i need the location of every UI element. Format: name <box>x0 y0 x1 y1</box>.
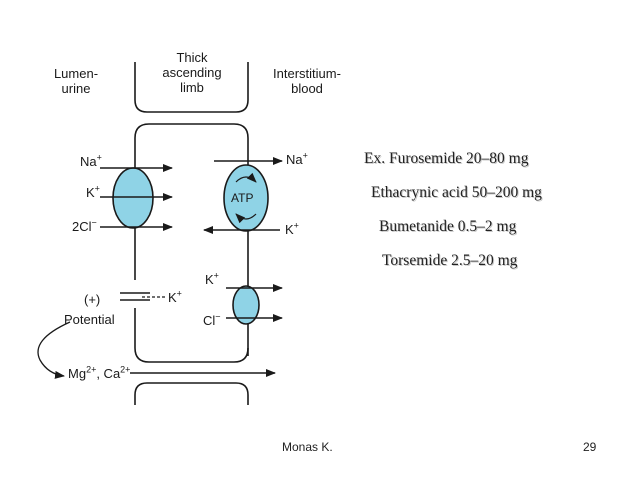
header-interstitium-line-2: blood <box>291 81 323 96</box>
label-k-channel: K+ <box>168 288 182 305</box>
label-k-cotransport: K+ <box>205 270 219 287</box>
nkcc2-transporter <box>112 167 154 229</box>
label-cl-lumen: 2Cl− <box>72 217 97 234</box>
header-interstitium: Interstitium- blood <box>262 66 352 96</box>
atp-cycle-arrow-bottom <box>235 213 257 224</box>
cell-membrane-left <box>134 123 249 356</box>
header-limb-line-3: limb <box>180 80 204 95</box>
header-lumen: Lumen- urine <box>40 66 112 96</box>
header-limb-line-2: ascending <box>162 65 222 80</box>
drug-ethacrynic-acid: Ethacrynic acid 50–200 mg <box>371 184 542 201</box>
footer-author: Monas K. <box>282 440 333 454</box>
label-potential: Potential <box>64 312 115 327</box>
cell-bottom-wall <box>134 382 249 405</box>
label-atp: ATP <box>231 191 254 205</box>
na-k-atpase <box>223 164 269 232</box>
footer-page-number: 29 <box>583 440 597 454</box>
label-cl-cotransport: Cl− <box>203 311 221 328</box>
label-plus: (+) <box>84 292 101 307</box>
header-limb: Thick ascending limb <box>150 50 234 95</box>
cell-membrane-left-lower <box>134 308 249 363</box>
potential-curve-arrow <box>37 321 71 379</box>
header-lumen-line-1: Lumen- <box>53 66 99 81</box>
label-na-blood: Na+ <box>286 150 308 167</box>
atp-cycle-arrow-top <box>235 172 257 183</box>
header-interstitium-line-1: Interstitium- <box>273 66 341 81</box>
drug-furosemide: Ex. Furosemide 20–80 mg <box>364 150 529 167</box>
label-k-blood: K+ <box>285 220 299 237</box>
label-na-lumen: Na+ <box>80 152 102 169</box>
label-mg-ca: Mg2+, Ca2+ <box>68 364 131 381</box>
header-lumen-line-2: urine <box>61 81 91 96</box>
drug-bumetanide: Bumetanide 0.5–2 mg <box>379 218 517 235</box>
kcl-cotransporter <box>232 285 260 325</box>
label-k-lumen: K+ <box>86 183 100 200</box>
header-limb-line-1: Thick <box>176 50 208 65</box>
cell-top-wall <box>134 62 249 113</box>
drug-torsemide: Torsemide 2.5–20 mg <box>382 252 518 269</box>
